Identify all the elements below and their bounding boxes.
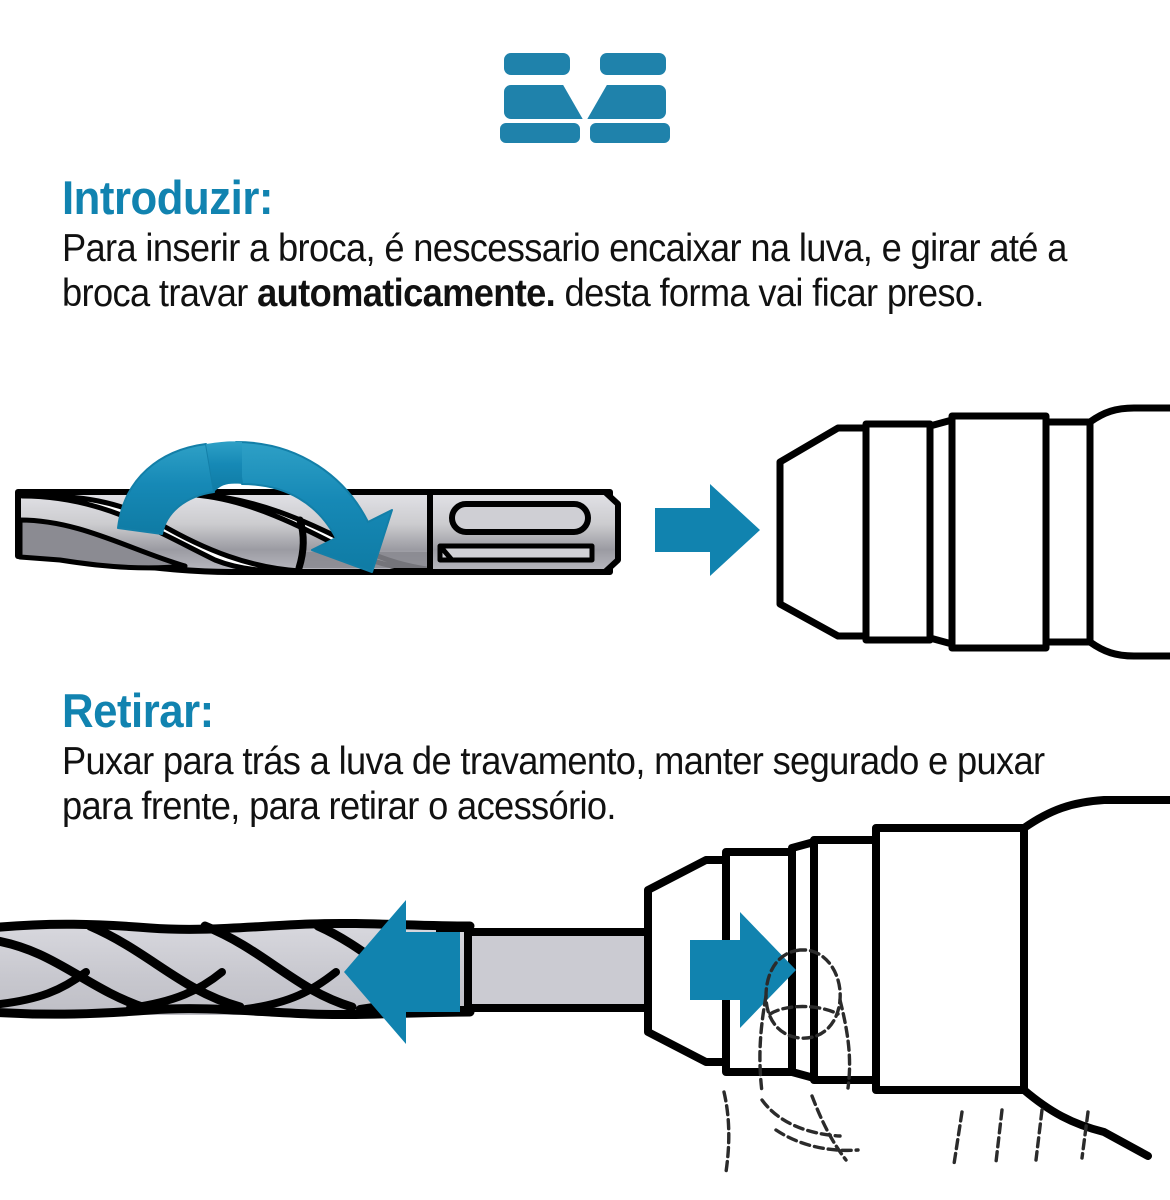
retirar-line1-text: Puxar para trás a luva de travamento, ma… [62, 740, 919, 783]
section-retirar-text: Retirar: Puxar para trás a luva de trava… [62, 685, 1152, 829]
insertion-arrow-right [655, 484, 760, 576]
brand-logo [500, 49, 670, 143]
paragraph-retirar: Puxar para trás a luva de travamento, ma… [62, 739, 1076, 829]
push-sleeve-arrow-right [690, 912, 796, 1028]
heading-introduzir: Introduzir: [62, 171, 273, 224]
paragraph-introduzir: Para inserir a broca, é nescessario enca… [62, 226, 1076, 316]
intro-line2-part1: até a broca travar [62, 227, 1067, 315]
drill-chuck-sleeve [776, 404, 1170, 660]
thumb-sketch [722, 948, 1090, 1174]
intro-line3-text: ficar preso. [812, 272, 984, 315]
intro-line2-part2: desta forma vai [555, 272, 804, 315]
twisted-drill-bit [0, 918, 666, 1020]
heading-retirar: Retirar: [62, 684, 214, 737]
pull-arrow-left [344, 900, 460, 1044]
intro-line1-text: Para inserir a broca, é nescessario enca… [62, 227, 981, 270]
section-introduzir-text: Introduzir: Para inserir a broca, é nesc… [62, 172, 1152, 316]
logo-container [0, 46, 1170, 146]
sds-shank-end [427, 489, 621, 575]
rotation-arrow-icon [117, 441, 393, 573]
illustration-remove [0, 796, 1170, 1200]
illustration-insert [0, 400, 1170, 680]
retirar-line2-text: e puxar para frente, para retirar o aces… [62, 740, 1045, 828]
drill-chuck-sleeve-lower [644, 796, 1170, 1160]
intro-line2-bold: automaticamente. [257, 272, 556, 315]
